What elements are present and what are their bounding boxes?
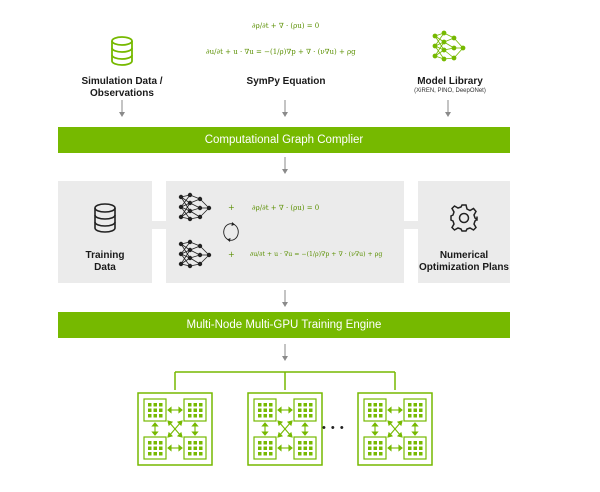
training-data-label-line2: Data bbox=[94, 262, 116, 273]
numerical-optimization-panel bbox=[418, 181, 510, 283]
numerical-optimization-label-line2: Optimization Plans bbox=[418, 262, 509, 273]
panel-connector bbox=[404, 221, 418, 229]
neural-network-icon bbox=[178, 239, 212, 269]
plus-sign: + bbox=[228, 203, 235, 212]
multi-gpu-training-engine-bar: Multi-Node Multi-GPU Training Engine bbox=[58, 312, 510, 338]
training-data-label: Training Data bbox=[58, 250, 152, 274]
arrow-down-icon bbox=[445, 100, 451, 117]
panel-connector bbox=[152, 221, 166, 229]
simulation-data-label-line1: Simulation Data / bbox=[81, 76, 163, 87]
database-icon bbox=[111, 36, 133, 66]
plus-sign: + bbox=[228, 250, 235, 259]
neural-network-icon bbox=[432, 30, 466, 62]
gpu-node-icon bbox=[247, 392, 323, 466]
training-data-label-line1: Training bbox=[85, 250, 125, 261]
continuity-equation: ∂ρ/∂t + ∇ · (ρu) = 0 bbox=[252, 22, 320, 30]
more-nodes-ellipsis: • • • bbox=[322, 422, 345, 434]
neural-network-icon bbox=[178, 192, 212, 222]
gpu-node-icon bbox=[137, 392, 213, 466]
database-icon bbox=[94, 203, 116, 233]
arrow-down-icon bbox=[282, 344, 288, 361]
computational-graph-compiler-bar: Computational Graph Complier bbox=[58, 127, 510, 153]
arrow-down-icon bbox=[282, 290, 288, 307]
simulation-data-label-line2: Observations bbox=[90, 88, 154, 99]
model-library-label: Model Library bbox=[417, 76, 483, 87]
momentum-equation: ∂u/∂t + u · ∇u = −(1/ρ)∇p + ∇ · (ν∇u) + … bbox=[250, 251, 383, 258]
equation-graph-panel bbox=[166, 181, 404, 283]
numerical-optimization-label-line1: Numerical bbox=[439, 250, 489, 261]
arrow-down-icon bbox=[282, 100, 288, 117]
continuity-equation: ∂ρ/∂t + ∇ · (ρu) = 0 bbox=[252, 204, 320, 212]
cycle-arrows-icon bbox=[223, 222, 239, 242]
numerical-optimization-label: Numerical Optimization Plans bbox=[418, 250, 510, 274]
model-library-sublabel: (XiREN, PINO, DeepONet) bbox=[414, 88, 486, 94]
momentum-equation: ∂u/∂t + u · ∇u = −(1/ρ)∇p + ∇ · (ν∇u) + … bbox=[206, 48, 356, 56]
gear-icon bbox=[450, 204, 478, 232]
gpu-node-icon bbox=[357, 392, 433, 466]
simulation-data-label: Simulation Data / Observations bbox=[72, 76, 172, 100]
sympy-equation-label: SymPy Equation bbox=[246, 76, 326, 87]
arrow-down-icon bbox=[119, 100, 125, 117]
arrow-down-icon bbox=[282, 157, 288, 174]
